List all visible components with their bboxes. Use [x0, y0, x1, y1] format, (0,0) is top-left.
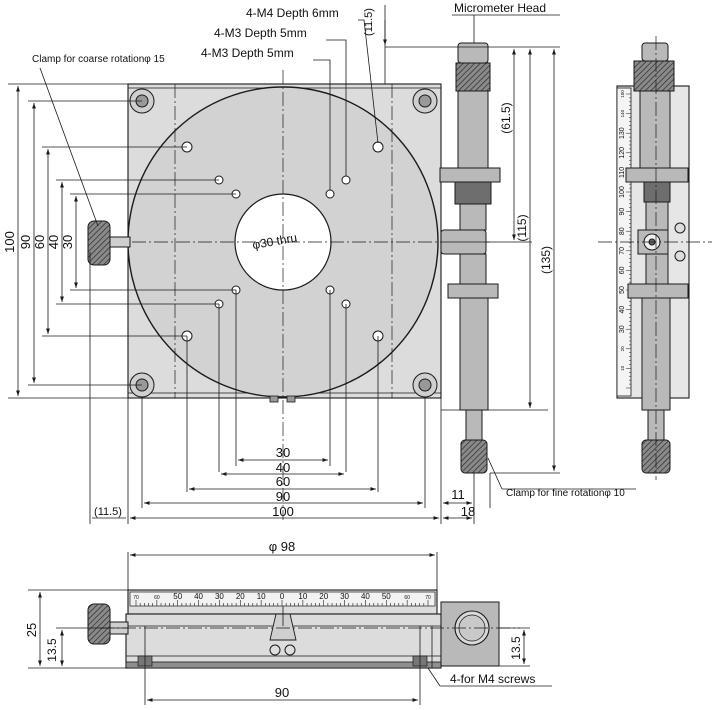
dim-height-25: 25 [24, 623, 39, 637]
corner-holes [129, 88, 438, 398]
vscale-label: 90 [619, 208, 626, 216]
dim-left-13-5: 13.5 [45, 638, 59, 662]
vscale-label: 50 [619, 286, 626, 294]
dim-bottom-40: 40 [276, 460, 290, 475]
front-scale-band [129, 591, 436, 607]
dim-top-offset: (11.5) [363, 8, 375, 36]
side-view: 10 20 30 40 50 60 70 80 90 100 110 120 130 140 150 [598, 36, 712, 480]
scale-label: 10 [257, 592, 266, 601]
vscale-label: 10 [620, 365, 625, 371]
label-screws: 4-for M4 screws [450, 672, 535, 686]
dim-bottom-30: 30 [276, 445, 290, 460]
vscale-label: 100 [619, 186, 626, 198]
vscale-label: 110 [619, 167, 626, 178]
horizontal-scale-ticks: 70 60 50 40 30 20 10 0 10 20 30 40 50 60 70 [133, 592, 431, 606]
vscale-label: 20 [620, 346, 625, 352]
vscale-label: 60 [619, 266, 626, 274]
vscale-label: 40 [619, 306, 626, 314]
dim-left-60: 60 [32, 235, 47, 249]
scale-label: 70 [425, 595, 431, 601]
dim-left-90: 90 [18, 235, 33, 249]
dim-left-offset: (11.5) [94, 506, 122, 518]
scale-label: 20 [236, 592, 245, 601]
label-m3-depth-b: 4-M3 Depth 5mm [201, 46, 294, 60]
vscale-label: 70 [619, 247, 626, 255]
scale-label: 20 [319, 592, 328, 601]
front-view: φ 98 70 60 50 40 30 20 10 0 10 20 30 40 50 60 70 25 13… [24, 539, 552, 705]
scale-label: 0 [280, 592, 285, 601]
vscale-label: 150 [620, 90, 625, 98]
dim-bottom-100: 100 [272, 504, 294, 519]
dim-left-30: 30 [60, 235, 75, 249]
dim-115: (115) [515, 214, 529, 241]
scale-label: 50 [382, 592, 391, 601]
dim-diameter-98: φ 98 [269, 539, 296, 554]
dim-bottom-90: 90 [276, 489, 290, 504]
dim-135: (135) [539, 246, 553, 274]
vscale-label: 140 [620, 109, 625, 117]
scale-label: 70 [133, 595, 139, 601]
scale-label: 10 [298, 592, 307, 601]
label-micrometer-head: Micrometer Head [454, 1, 546, 15]
vscale-label: 130 [619, 127, 626, 139]
scale-label: 40 [361, 592, 370, 601]
dim-11: 11 [451, 487, 465, 502]
vertical-scale-ticks: 10 20 30 40 50 60 70 80 90 100 110 120 130 140 150 [619, 90, 631, 389]
label-clamp-coarse: Clamp for coarse rotationφ 15 [32, 54, 165, 65]
dim-left-100: 100 [2, 231, 17, 253]
vscale-label: 80 [619, 227, 626, 235]
dim-bottom-90-front: 90 [275, 685, 289, 700]
scale-label: 30 [215, 592, 224, 601]
dim-left-40: 40 [46, 235, 61, 249]
scale-label: 40 [194, 592, 203, 601]
right-dimensions: Micrometer Head (11.5) (61.5) (115) (135… [363, 1, 636, 524]
vscale-label: 30 [619, 325, 626, 333]
bottom-dimensions: 30 40 60 90 100 (11.5) [89, 252, 442, 524]
scale-label: 60 [404, 595, 410, 601]
vscale-label: 120 [619, 147, 626, 159]
label-m3-depth-a: 4-M3 Depth 5mm [214, 26, 307, 40]
dim-61-5: (61.5) [499, 102, 513, 133]
scale-label: 30 [340, 592, 349, 601]
dim-right-13-5: 13.5 [509, 636, 523, 660]
top-view: 4-M4 Depth 6mm 4-M3 Depth 5mm 4-M3 Depth… [2, 1, 636, 524]
scale-label: 60 [154, 595, 160, 601]
dim-bottom-60: 60 [276, 474, 290, 489]
label-clamp-fine: Clamp for fine rotationφ 10 [506, 488, 625, 499]
dim-18: 18 [461, 504, 475, 519]
left-dimensions: 100 90 60 40 30 [2, 83, 236, 399]
label-m4-depth: 4-M4 Depth 6mm [246, 6, 339, 20]
scale-label: 50 [173, 592, 182, 601]
coarse-clamp [87, 220, 131, 266]
micrometer-assembly [439, 42, 501, 474]
